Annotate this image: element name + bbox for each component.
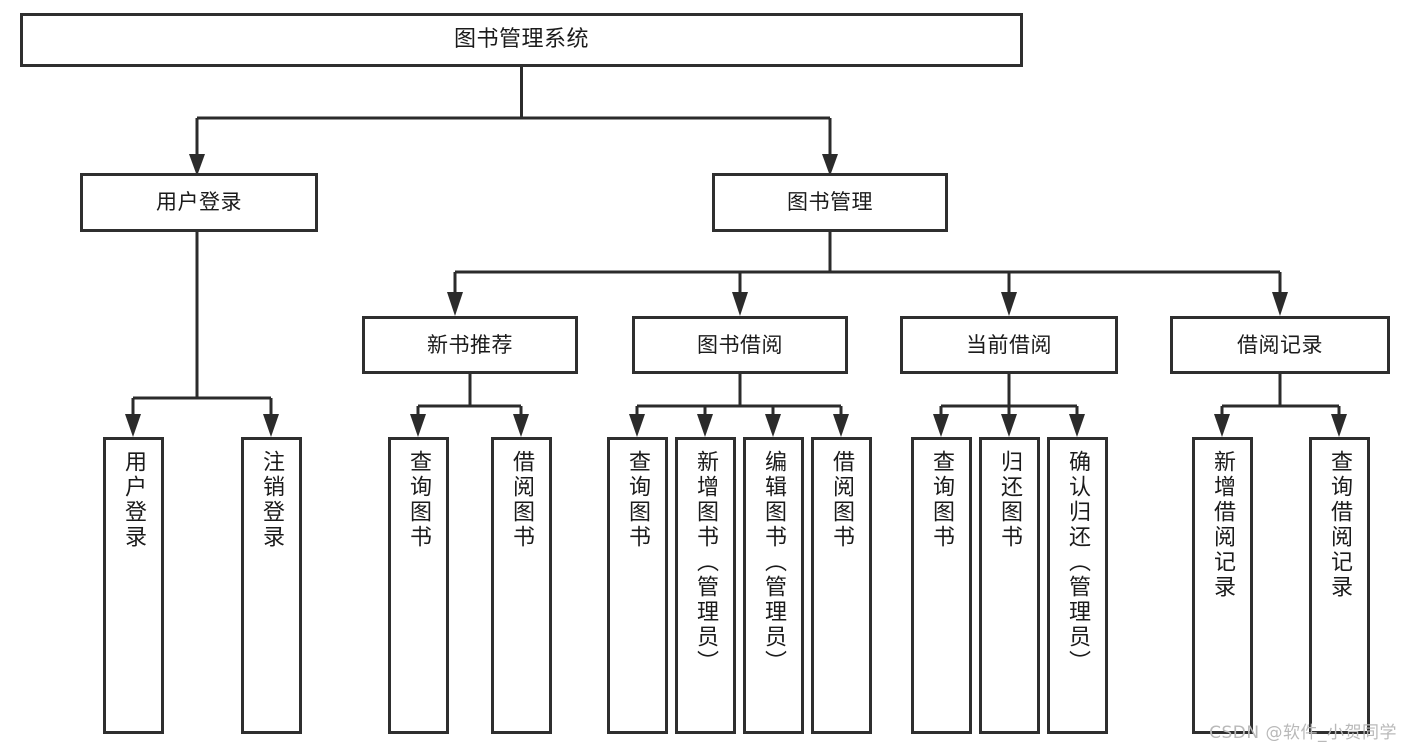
node-label: 借阅图书 — [509, 450, 535, 550]
leaf-borrow-borrow-book[interactable]: 借阅图书 — [811, 437, 872, 734]
leaf-current-confirm-return-admin[interactable]: 确认归还（管理员） — [1047, 437, 1108, 734]
node-label: 图书管理系统 — [453, 27, 589, 53]
leaf-logout[interactable]: 注销登录 — [241, 437, 302, 734]
node-current-borrow[interactable]: 当前借阅 — [900, 316, 1118, 374]
leaf-newbook-query-book[interactable]: 查询图书 — [388, 437, 449, 734]
leaf-borrow-add-book-admin[interactable]: 新增图书（管理员） — [675, 437, 736, 734]
leaf-newbook-borrow-book[interactable]: 借阅图书 — [491, 437, 552, 734]
node-root-system[interactable]: 图书管理系统 — [20, 13, 1023, 67]
node-label: 新书推荐 — [427, 332, 513, 357]
node-label: 查询图书 — [625, 450, 651, 550]
node-label: 新增图书（管理员） — [693, 450, 719, 675]
node-label: 用户登录 — [156, 190, 242, 215]
node-label: 图书管理 — [787, 190, 873, 215]
node-book-borrow[interactable]: 图书借阅 — [632, 316, 848, 374]
node-label: 查询图书 — [406, 450, 432, 550]
node-label: 确认归还（管理员） — [1065, 450, 1091, 675]
leaf-current-query-book[interactable]: 查询图书 — [911, 437, 972, 734]
node-label: 图书借阅 — [697, 332, 783, 357]
node-user-login[interactable]: 用户登录 — [80, 173, 318, 232]
node-label: 查询借阅记录 — [1327, 450, 1353, 600]
node-label: 查询图书 — [929, 450, 955, 550]
node-label: 注销登录 — [259, 450, 285, 550]
node-label: 新增借阅记录 — [1210, 450, 1236, 600]
leaf-current-return-book[interactable]: 归还图书 — [979, 437, 1040, 734]
leaf-user-login[interactable]: 用户登录 — [103, 437, 164, 734]
leaf-record-add-record[interactable]: 新增借阅记录 — [1192, 437, 1253, 734]
leaf-borrow-edit-book-admin[interactable]: 编辑图书（管理员） — [743, 437, 804, 734]
node-label: 用户登录 — [121, 450, 147, 550]
node-borrow-record[interactable]: 借阅记录 — [1170, 316, 1390, 374]
node-label: 当前借阅 — [966, 332, 1052, 357]
node-label: 编辑图书（管理员） — [761, 450, 787, 675]
node-book-management[interactable]: 图书管理 — [712, 173, 948, 232]
leaf-record-query-record[interactable]: 查询借阅记录 — [1309, 437, 1370, 734]
node-label: 借阅图书 — [829, 450, 855, 550]
csdn-watermark: CSDN @软件_小贺同学 — [1209, 723, 1397, 743]
node-new-book-recommend[interactable]: 新书推荐 — [362, 316, 578, 374]
node-label: 借阅记录 — [1237, 332, 1323, 357]
node-label: 归还图书 — [997, 450, 1023, 550]
leaf-borrow-query-book[interactable]: 查询图书 — [607, 437, 668, 734]
